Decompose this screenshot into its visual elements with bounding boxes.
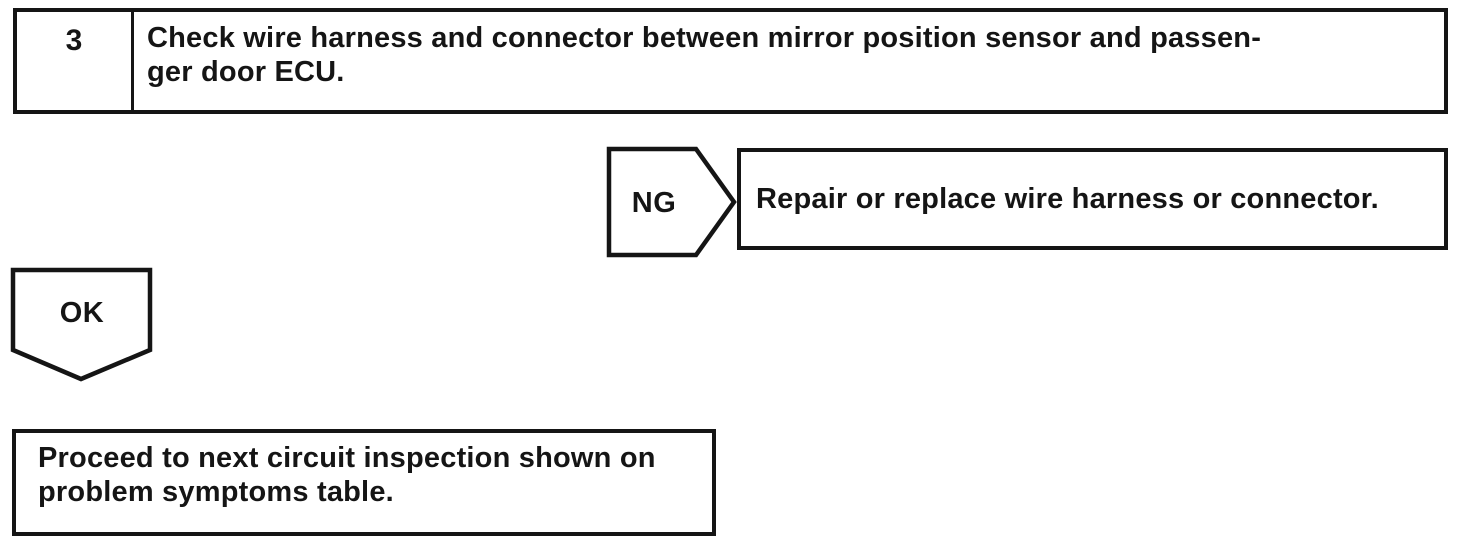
ok-action-line-1: Proceed to next circuit inspection shown… (38, 442, 656, 474)
step-instruction-line-1: Check wire harness and connector between… (147, 22, 1262, 54)
ng-label: NG (632, 187, 677, 219)
step-instruction-line-2: ger door ECU. (147, 56, 345, 88)
step-number: 3 (17, 12, 134, 110)
ok-label: OK (60, 297, 105, 329)
ng-pentagon-shape (606, 146, 737, 258)
ok-action-line-2: problem symptoms table. (38, 476, 394, 508)
ok-pentagon-shape (10, 267, 153, 382)
ok-action-box: Proceed to next circuit inspection shown… (12, 429, 716, 536)
ok-pentagon: OK (10, 267, 153, 382)
step-instruction: Check wire harness and connector between… (134, 12, 1271, 110)
ng-action-box: Repair or replace wire harness or connec… (737, 148, 1448, 250)
ng-pentagon: NG (606, 146, 737, 258)
step-box: 3 Check wire harness and connector betwe… (13, 8, 1448, 114)
ng-action-text: Repair or replace wire harness or connec… (756, 182, 1379, 215)
